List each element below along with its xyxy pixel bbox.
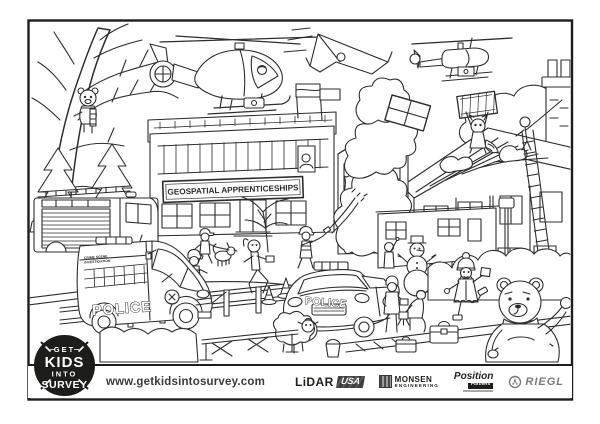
poster-footer: www.getkidsintosurvey.com LiDAR USA MONS… [28, 364, 572, 398]
logo-line-kids: KIDS [45, 354, 85, 371]
snow-mound [99, 326, 199, 363]
roof-skylight [384, 94, 432, 132]
boy-with-dog [194, 228, 238, 267]
position-name: Position [453, 371, 494, 383]
running-girl [242, 238, 275, 294]
position-subtitle: Partners [467, 383, 494, 389]
surveyor-standing [382, 275, 409, 333]
ladder-climber [515, 99, 563, 253]
fixed-wing-drone [283, 27, 393, 75]
survey-helicopter [149, 35, 319, 115]
police-car: POLICE [283, 261, 400, 342]
riegl-name: RIEGL [525, 375, 564, 388]
crowd-barrier [199, 329, 299, 361]
police-van-unit-line1: CRIME SCENE [84, 254, 109, 260]
police-car-label: POLICE [304, 295, 347, 311]
logo-line-get: GET [54, 345, 75, 354]
monsen-subtitle: ENGINEERING [394, 382, 439, 388]
uav-helicopter [409, 37, 513, 82]
get-kids-into-survey-logo: GET KIDS INTO SURVEY [34, 335, 95, 396]
teddy-bear-in-tree [73, 87, 99, 134]
logo-line-survey: SURVEY [42, 379, 88, 391]
geospatial-banner: GEOSPATIAL APPRENTICESHIPS [161, 175, 305, 204]
riegl-logo: RIEGL [508, 375, 564, 389]
lidar-usa-logo: LiDAR USA [294, 374, 365, 389]
police-van: POLICE CRIME SCENE INVESTIGATION [76, 234, 213, 335]
riegl-icon [509, 375, 522, 389]
lidar-usa-region: USA [335, 376, 365, 388]
sapling-tree [241, 196, 289, 253]
sheep [272, 310, 319, 354]
monsen-logo: MONSEN ENGINEERING [378, 374, 439, 389]
poster-frame [27, 19, 574, 401]
position-partners-logo: Position Partners [453, 371, 494, 392]
position-tagline-bar [463, 390, 494, 392]
lidar-usa-name: LiDAR [294, 374, 334, 389]
police-van-unit-line2: INVESTIGATION [84, 259, 111, 265]
monsen-icon [378, 375, 392, 389]
snowman [397, 235, 437, 297]
surveyor-kneeling [397, 289, 427, 333]
skipping-girl [443, 251, 492, 321]
big-bear [485, 277, 571, 363]
raccoon-with-panel [456, 90, 499, 154]
firefighter-hose [297, 188, 368, 269]
monsen-name: MONSEN [394, 374, 433, 384]
waving-person [383, 236, 400, 269]
website-url: www.getkidsintosurvey.com [106, 376, 266, 388]
bucket [325, 338, 341, 358]
toolbox [395, 320, 459, 353]
sponsor-logos: LiDAR USA MONSEN ENGINEERING Position Pa… [294, 371, 564, 392]
police-van-label: POLICE [92, 299, 153, 319]
logo-line-into: INTO [52, 370, 78, 379]
water-jet [329, 188, 368, 234]
chimney [541, 59, 571, 157]
